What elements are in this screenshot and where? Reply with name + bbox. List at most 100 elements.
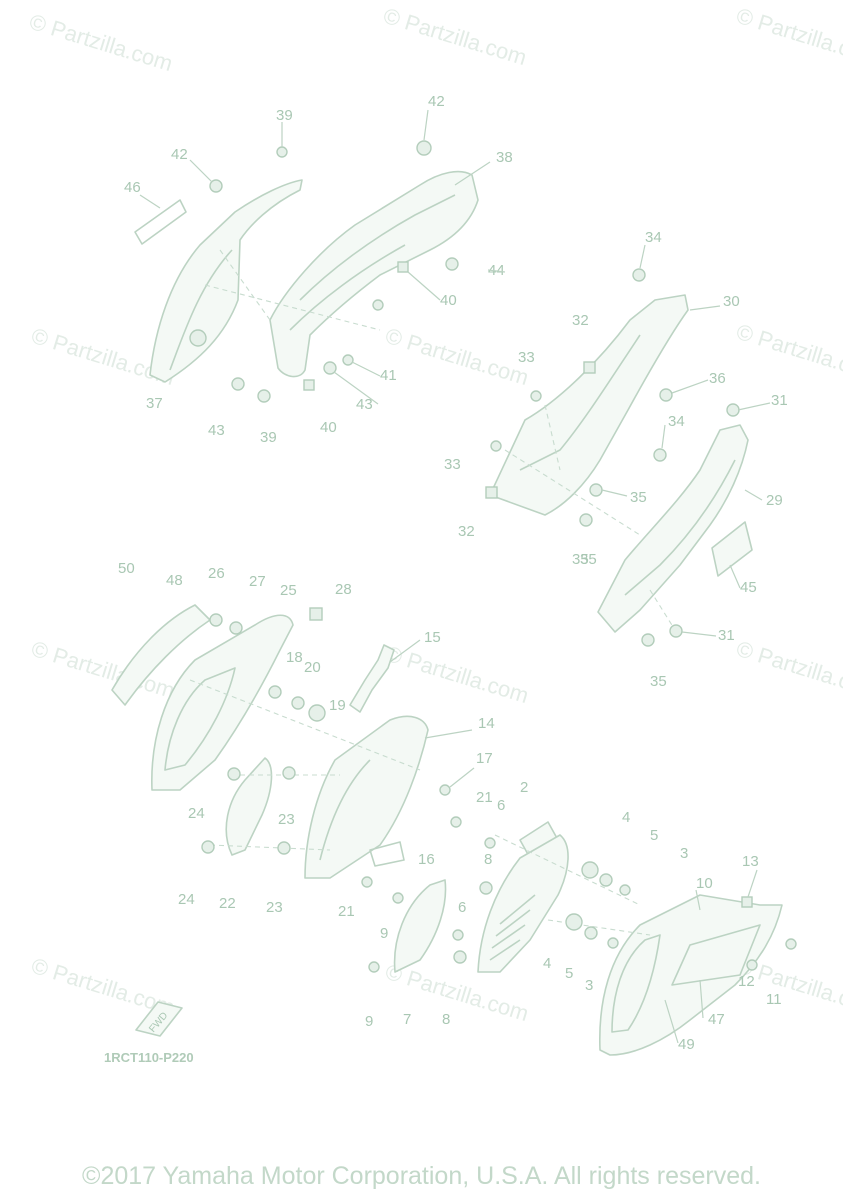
- callout: 28: [335, 581, 352, 598]
- plate-8: [393, 879, 447, 973]
- callout: 22: [219, 895, 236, 912]
- callout: 20: [304, 659, 321, 676]
- screw-35: [579, 513, 593, 527]
- callout: 33: [444, 456, 461, 473]
- decal-45: [711, 521, 753, 577]
- callout: 10: [696, 875, 713, 892]
- collar-8: [453, 950, 467, 964]
- watermark: © Partzilla.com: [734, 319, 843, 386]
- nut-23: [277, 841, 291, 855]
- panel-29: [597, 424, 749, 633]
- bracket-15: [349, 644, 395, 713]
- callout: 16: [418, 851, 435, 868]
- panel-14: [304, 715, 429, 879]
- screw-35: [641, 633, 655, 647]
- callout: 4: [622, 809, 630, 826]
- clip-32: [583, 361, 596, 374]
- bracket-16: [369, 841, 405, 867]
- callout: 5: [650, 827, 658, 844]
- screw-6: [452, 929, 464, 941]
- callout-labels: 2 3 3 4 4 5 5 6 6 7 8 8 9 9 10 11 12 13 …: [118, 93, 788, 1053]
- screw-24: [227, 767, 241, 781]
- callout: 19: [329, 697, 346, 714]
- grommet-4: [581, 861, 599, 879]
- callout: 6: [458, 899, 466, 916]
- watermark: © Partzilla.com: [383, 323, 532, 390]
- inner-panel-38-rib: [299, 194, 456, 301]
- collar-20: [291, 696, 305, 710]
- washer-41: [342, 354, 354, 366]
- washer-26: [209, 613, 223, 627]
- cover-25-window: [164, 667, 236, 771]
- fwd-mark-symbol: [135, 1001, 183, 1037]
- callout: 41: [380, 367, 397, 384]
- callout: 42: [171, 146, 188, 163]
- panel-29-edge: [624, 459, 736, 596]
- leader-dash: [649, 589, 676, 631]
- panel-14-rib: [319, 759, 371, 861]
- callout: 24: [188, 805, 205, 822]
- callout: 39: [276, 107, 293, 124]
- watermark: © Partzilla.com: [27, 9, 176, 76]
- callout: 23: [266, 899, 283, 916]
- diagram-code: 1RCT110-P220: [104, 1050, 194, 1065]
- screw-31: [726, 403, 740, 417]
- washer-33: [530, 390, 542, 402]
- callout: 32: [572, 312, 589, 329]
- decal-46: [134, 199, 187, 245]
- copyright-notice: ©2017 Yamaha Motor Corporation, U.S.A. A…: [82, 1162, 761, 1190]
- callout: 17: [476, 750, 493, 767]
- collar-8: [479, 881, 493, 895]
- collar-5: [599, 873, 613, 887]
- callout: 13: [742, 853, 759, 870]
- inner-cover-7-vents: [489, 894, 536, 961]
- callout: 40: [440, 292, 457, 309]
- inner-cover-7: [477, 834, 569, 973]
- callout: 38: [496, 149, 513, 166]
- callout: 35: [580, 551, 597, 568]
- callout: 11: [766, 991, 782, 1008]
- screw-21: [450, 816, 462, 828]
- callout: 35: [650, 673, 667, 690]
- screw-11: [785, 938, 797, 950]
- callout: 42: [428, 93, 445, 110]
- leader-dash: [544, 404, 561, 471]
- callout: 7: [403, 1011, 411, 1028]
- callout: 4: [543, 955, 551, 972]
- callout: 9: [380, 925, 388, 942]
- callout: 21: [476, 789, 493, 806]
- callout: 9: [365, 1013, 373, 1030]
- callout: 35: [630, 489, 647, 506]
- plate-22: [225, 757, 273, 856]
- callout: 50: [118, 560, 135, 577]
- callout: 18: [286, 649, 303, 666]
- callout: 34: [668, 413, 685, 430]
- clip-40: [397, 261, 409, 273]
- callout: 5: [565, 965, 573, 982]
- leader-dash: [209, 844, 331, 851]
- callout: 47: [708, 1011, 725, 1028]
- nut-39: [276, 146, 288, 158]
- screw-34: [653, 448, 667, 462]
- collar-5: [584, 926, 598, 940]
- grommet-19: [308, 704, 326, 722]
- washer-41: [372, 299, 384, 311]
- callout: 3: [585, 977, 593, 994]
- callout: 14: [478, 715, 495, 732]
- clip-40: [303, 379, 315, 391]
- side-cowl-10: [598, 894, 783, 1056]
- callout: 32: [458, 523, 475, 540]
- callout: 24: [178, 891, 195, 908]
- leader-dash: [547, 919, 651, 936]
- side-cowl-10-window: [611, 934, 661, 1033]
- washer-43: [231, 377, 245, 391]
- nut-39: [257, 389, 271, 403]
- side-cover-37: [149, 179, 303, 383]
- inner-panel-38: [269, 170, 479, 378]
- inner-panel-38-rib: [289, 244, 406, 331]
- bolt-3: [619, 884, 631, 896]
- callout: 31: [771, 392, 788, 409]
- callout-leaders: [139, 109, 771, 1044]
- callout: 21: [338, 903, 355, 920]
